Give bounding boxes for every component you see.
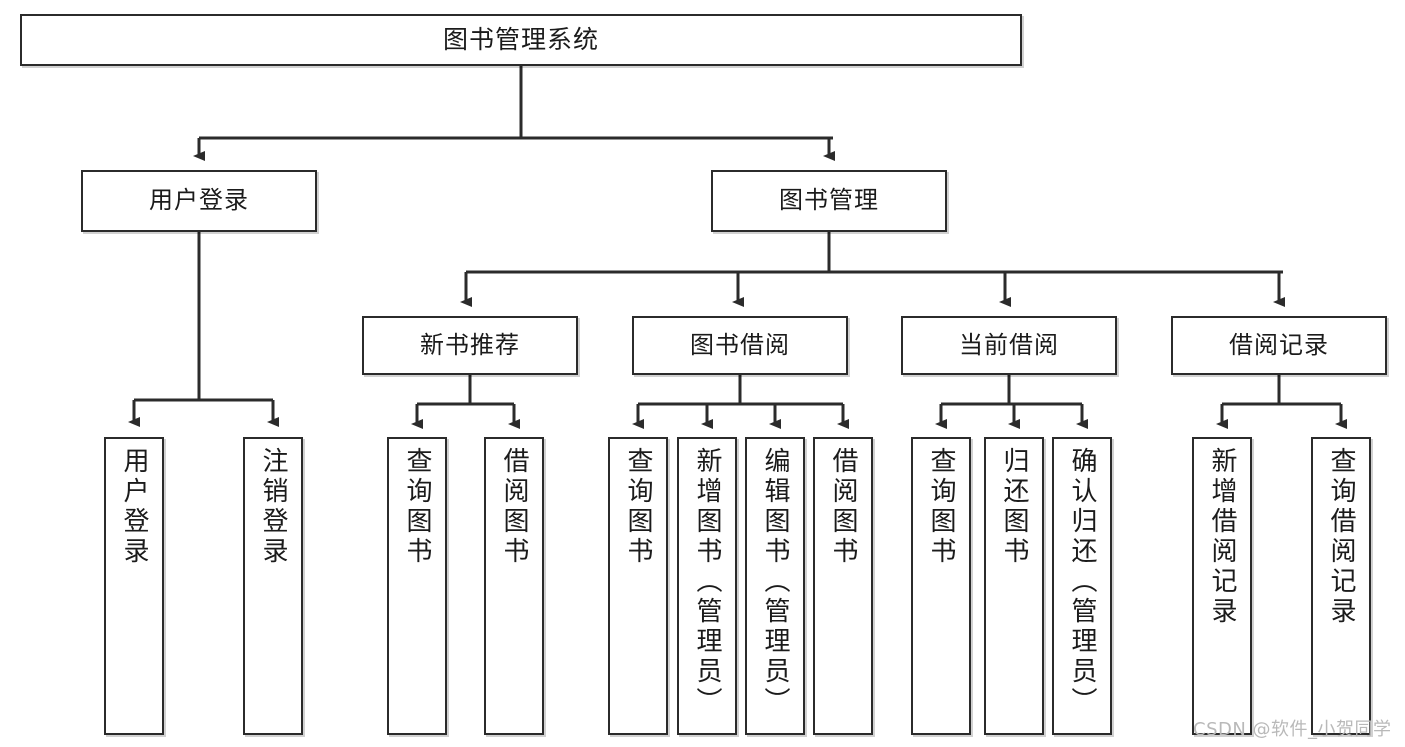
node-leaf-return-book[interactable]: 归还图书 xyxy=(984,437,1044,735)
node-leaf-borrow-book-label: 借阅图书 xyxy=(828,447,858,567)
node-leaf-logout-login-label: 注销登录 xyxy=(258,447,288,567)
node-leaf-logout-login[interactable]: 注销登录 xyxy=(243,437,303,735)
node-leaf-query-book-rec-label: 查询图书 xyxy=(402,447,432,567)
node-leaf-user-login[interactable]: 用户登录 xyxy=(104,437,164,735)
node-leaf-query-book-borrow-label: 查询图书 xyxy=(623,447,653,567)
node-borrow-record[interactable]: 借阅记录 xyxy=(1171,316,1387,375)
node-leaf-add-borrow-record-label: 新增借阅记录 xyxy=(1207,447,1237,627)
node-leaf-return-book-label: 归还图书 xyxy=(999,447,1029,567)
node-leaf-confirm-return-admin[interactable]: 确认归还（管理员） xyxy=(1052,437,1112,735)
node-leaf-add-book-admin[interactable]: 新增图书（管理员） xyxy=(677,437,737,735)
node-book-borrow[interactable]: 图书借阅 xyxy=(632,316,848,375)
node-current-borrow-label: 当前借阅 xyxy=(959,330,1059,359)
watermark-text: CSDN @软件_小贺同学 xyxy=(1193,719,1392,740)
node-leaf-borrow-book-rec-label: 借阅图书 xyxy=(499,447,529,567)
node-leaf-query-book-borrow[interactable]: 查询图书 xyxy=(608,437,668,735)
node-current-borrow[interactable]: 当前借阅 xyxy=(901,316,1117,375)
node-user-login[interactable]: 用户登录 xyxy=(81,170,317,232)
node-leaf-borrow-book-rec[interactable]: 借阅图书 xyxy=(484,437,544,735)
node-book-management-label: 图书管理 xyxy=(779,186,879,215)
node-user-login-label: 用户登录 xyxy=(149,186,249,215)
node-leaf-query-book-rec[interactable]: 查询图书 xyxy=(387,437,447,735)
node-leaf-edit-book-admin[interactable]: 编辑图书（管理员） xyxy=(745,437,805,735)
node-leaf-add-book-admin-label: 新增图书（管理员） xyxy=(692,447,722,717)
node-leaf-edit-book-admin-label: 编辑图书（管理员） xyxy=(760,447,790,717)
node-leaf-query-borrow-record[interactable]: 查询借阅记录 xyxy=(1311,437,1371,735)
node-leaf-borrow-book[interactable]: 借阅图书 xyxy=(813,437,873,735)
node-book-borrow-label: 图书借阅 xyxy=(690,330,790,359)
node-new-book-recommend[interactable]: 新书推荐 xyxy=(362,316,578,375)
node-leaf-query-book-current[interactable]: 查询图书 xyxy=(911,437,971,735)
node-leaf-query-borrow-record-label: 查询借阅记录 xyxy=(1326,447,1356,627)
node-leaf-add-borrow-record[interactable]: 新增借阅记录 xyxy=(1192,437,1252,735)
node-new-book-recommend-label: 新书推荐 xyxy=(420,330,520,359)
node-book-management[interactable]: 图书管理 xyxy=(711,170,947,232)
node-borrow-record-label: 借阅记录 xyxy=(1229,330,1329,359)
node-leaf-query-book-current-label: 查询图书 xyxy=(926,447,956,567)
node-leaf-user-login-label: 用户登录 xyxy=(119,447,149,567)
node-root[interactable]: 图书管理系统 xyxy=(20,14,1022,66)
node-leaf-confirm-return-admin-label: 确认归还（管理员） xyxy=(1067,447,1097,717)
node-root-label: 图书管理系统 xyxy=(442,24,599,54)
